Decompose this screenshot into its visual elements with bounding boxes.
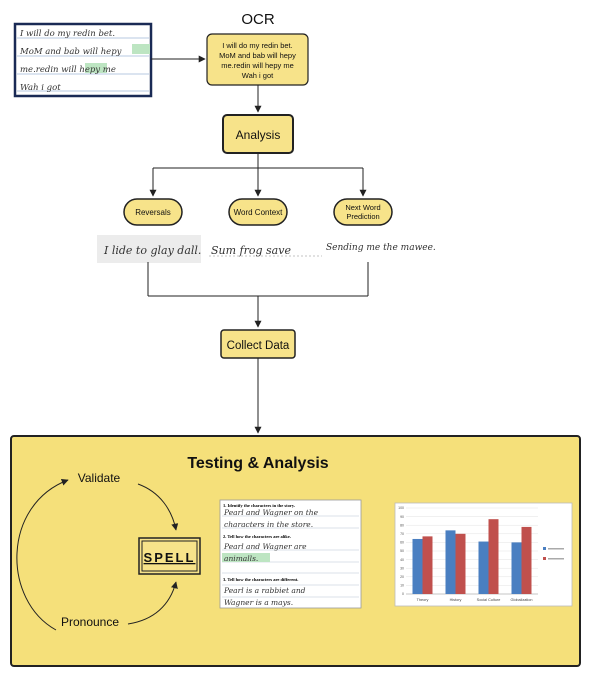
- chart-bar-2-2: [455, 533, 466, 594]
- chart-bar-2-4: [521, 526, 532, 594]
- ocr-box: I will do my redin bet. MoM and bab will…: [206, 33, 309, 86]
- ocr-line-4: Wah i got: [242, 71, 274, 80]
- ocr-line-1: I will do my redin bet.: [222, 41, 292, 50]
- branch-word-context-label: Word Context: [234, 208, 284, 217]
- worksheet-answer-3a: Pearl is a rabbiet and: [223, 586, 306, 595]
- chart-y-tick-label: 90: [400, 515, 404, 519]
- analysis-box: Analysis: [222, 114, 294, 154]
- merge-bracket: [147, 262, 369, 328]
- chart-y-tick-label: 70: [400, 532, 404, 536]
- branch-reversals-label: Reversals: [135, 208, 171, 217]
- collect-data-label: Collect Data: [227, 340, 290, 352]
- branch-reversals: Reversals: [123, 198, 183, 226]
- chart-y-tick-label: 50: [400, 549, 404, 553]
- branch-next-word-label-1: Next Word: [345, 203, 380, 212]
- worksheet-answer-2a: Pearl and Wagner are: [223, 542, 307, 551]
- handwriting-line-2: MoM and bab will hepy: [19, 47, 122, 57]
- chart-y-tick-label: 60: [400, 541, 404, 545]
- chart-y-tick-label: 20: [400, 575, 404, 579]
- analysis-label: Analysis: [236, 128, 281, 142]
- chart-x-tick-label: Theory: [417, 598, 429, 602]
- worksheet-answer-2b: animalls.: [224, 554, 258, 563]
- chart-x-labels: Theory History Social Culture Globalization: [417, 598, 533, 602]
- sample-next-word: Sending me the mawee.: [326, 243, 436, 253]
- handwriting-samples: I lide to glay dall. Sum frog save Sendi…: [97, 235, 436, 263]
- chart-y-tick-label: 100: [398, 506, 404, 510]
- ocr-label: OCR: [241, 11, 275, 28]
- worksheet-prompt-1: 1. Identify the characters in the story.: [223, 503, 295, 508]
- branch-word-context: Word Context: [228, 198, 288, 226]
- worksheet-image: 1. Identify the characters in the story.…: [219, 499, 362, 609]
- worksheet-answer-3b: Wagner is a mays.: [224, 598, 293, 607]
- worksheet-prompt-3: 3. Tell how the characters are different…: [223, 577, 298, 582]
- chart-x-tick-label: Social Culture: [477, 598, 501, 602]
- chart-bar-2-3: [488, 519, 499, 594]
- worksheet-prompt-2: 2. Tell how the characters are alike.: [223, 534, 291, 539]
- sample-reversals: I lide to glay dall.: [103, 244, 201, 257]
- handwriting-line-3: me.redin will hepy me: [20, 65, 116, 75]
- cycle-pronounce-label: Pronounce: [61, 615, 119, 629]
- chart-bars: [412, 519, 532, 594]
- chart-legend: [543, 547, 564, 560]
- collect-data-box: Collect Data: [220, 329, 296, 359]
- chart-x-tick-label: History: [450, 598, 462, 602]
- branch-next-word-label-2: Prediction: [346, 212, 379, 221]
- bar-chart: Theory History Social Culture Globalization…: [394, 502, 573, 607]
- spell-label: SPELL: [144, 550, 196, 565]
- branch-connectors: [149, 153, 367, 197]
- chart-y-tick-label: 40: [400, 558, 404, 562]
- spell-cycle: Validate Pronounce SPELL: [16, 471, 201, 631]
- chart-y-tick-label: 30: [400, 566, 404, 570]
- worksheet-answer-1b: characters in the store.: [224, 520, 313, 529]
- worksheet-answer-1a: Pearl and Wagner on the: [223, 508, 319, 517]
- chart-bar-1-1: [412, 538, 423, 594]
- cycle-validate-label: Validate: [78, 471, 121, 485]
- ocr-line-3: me.redin will hepy me: [221, 61, 294, 70]
- branch-next-word: Next Word Prediction: [333, 198, 393, 226]
- testing-title: Testing & Analysis: [187, 455, 328, 472]
- sample-word-context: Sum frog save: [211, 244, 291, 257]
- chart-y-tick-label: 0: [402, 592, 404, 596]
- handwriting-sample-image: I will do my redin bet. MoM and bab will…: [13, 22, 153, 98]
- handwriting-line-4: Wah i got: [20, 83, 61, 93]
- chart-y-labels: 0 10 20 30 40 50 60 70 80 90 100: [398, 506, 404, 596]
- handwriting-line-1: I will do my redin bet.: [19, 29, 115, 39]
- chart-y-tick-label: 80: [400, 523, 404, 527]
- ocr-line-2: MoM and bab will hepy: [219, 51, 296, 60]
- chart-bar-1-4: [511, 542, 522, 594]
- chart-x-tick-label: Globalization: [511, 598, 533, 602]
- chart-y-tick-label: 10: [400, 584, 404, 588]
- chart-bar-2-1: [422, 536, 433, 594]
- chart-bar-1-2: [445, 530, 456, 594]
- chart-bar-1-3: [478, 541, 489, 594]
